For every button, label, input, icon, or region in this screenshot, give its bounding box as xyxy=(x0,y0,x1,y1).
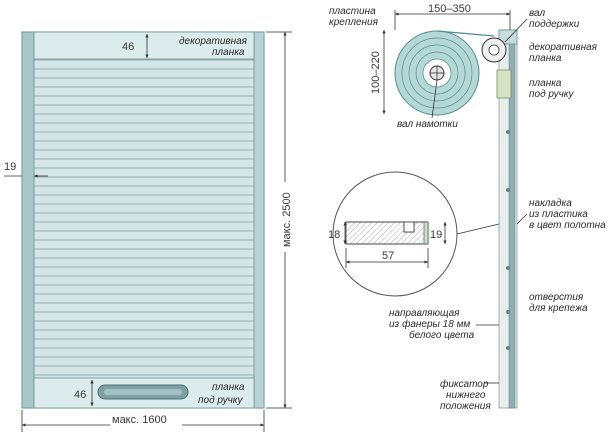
dim-width-max: макс. 1600 xyxy=(112,414,167,426)
dim-bottom-strip: 46 xyxy=(74,389,86,401)
side-view: 150–350 100–220 пластина крепления вал п… xyxy=(329,3,606,412)
front-view: 46 декоративная планка 46 планка под руч… xyxy=(4,31,293,432)
plastic-cover-label-1: накладка xyxy=(529,198,572,209)
side-decorative-label-1: декоративная xyxy=(529,42,598,53)
side-handle-label-2: под ручку xyxy=(529,89,574,100)
decorative-plate-side xyxy=(498,29,518,45)
right-guide xyxy=(253,31,265,409)
dim-side-guide: 19 xyxy=(4,161,16,173)
left-guide xyxy=(21,31,35,409)
front-handle-label-2: под ручку xyxy=(198,395,243,406)
plastic-cover-label-3: в цвет полотна xyxy=(529,220,606,231)
lower-lock-label-3: положения xyxy=(440,401,491,412)
guide-label-3: белого цвета xyxy=(409,329,475,341)
fastening-holes-label-1: отверстия xyxy=(529,292,584,303)
front-panel xyxy=(21,31,265,409)
winding-shaft-label: вал намотки xyxy=(397,119,458,130)
shutter-slats xyxy=(34,59,254,376)
side-handle-label-1: планка xyxy=(529,78,562,89)
profile-dim-width: 57 xyxy=(382,250,394,262)
winding-roll xyxy=(394,30,480,116)
top-decorative-strip xyxy=(33,31,255,60)
dim-roll-height: 100–220 xyxy=(370,51,382,94)
support-shaft xyxy=(481,37,507,63)
mounting-plate-label-2: крепления xyxy=(329,17,379,28)
front-decorative-label-2: планка xyxy=(212,47,245,58)
fastening-holes xyxy=(506,130,510,350)
guide-label-2: из фанеры 18 мм xyxy=(389,318,470,330)
lower-lock-label-2: нижнего xyxy=(446,390,486,401)
profile-dim-right: 19 xyxy=(430,229,442,241)
plastic-cover-label-2: из пластика xyxy=(529,209,588,220)
lower-lock-label-1: фиксатор xyxy=(440,378,489,390)
front-decorative-label-1: декоративная xyxy=(179,36,248,47)
support-shaft-label-1: вал xyxy=(529,8,545,19)
profile-section xyxy=(345,221,429,245)
profile-dim-height: 18 xyxy=(328,229,340,241)
side-decorative-label-2: планка xyxy=(529,53,562,64)
dim-roll-width: 150–350 xyxy=(428,3,471,15)
guide-label-1: направляющая xyxy=(389,308,460,319)
mounting-plate-label-1: пластина xyxy=(329,6,376,17)
dim-top-strip: 46 xyxy=(122,41,134,53)
support-shaft-label-2: поддержки xyxy=(529,19,580,30)
handle-strip-side xyxy=(496,69,512,99)
fastening-holes-label-2: для крепежа xyxy=(529,303,588,314)
front-handle-label-1: планка xyxy=(212,382,245,393)
profile-detail: 18 19 57 xyxy=(328,171,528,297)
dim-height-max: макс. 2500 xyxy=(281,192,293,247)
